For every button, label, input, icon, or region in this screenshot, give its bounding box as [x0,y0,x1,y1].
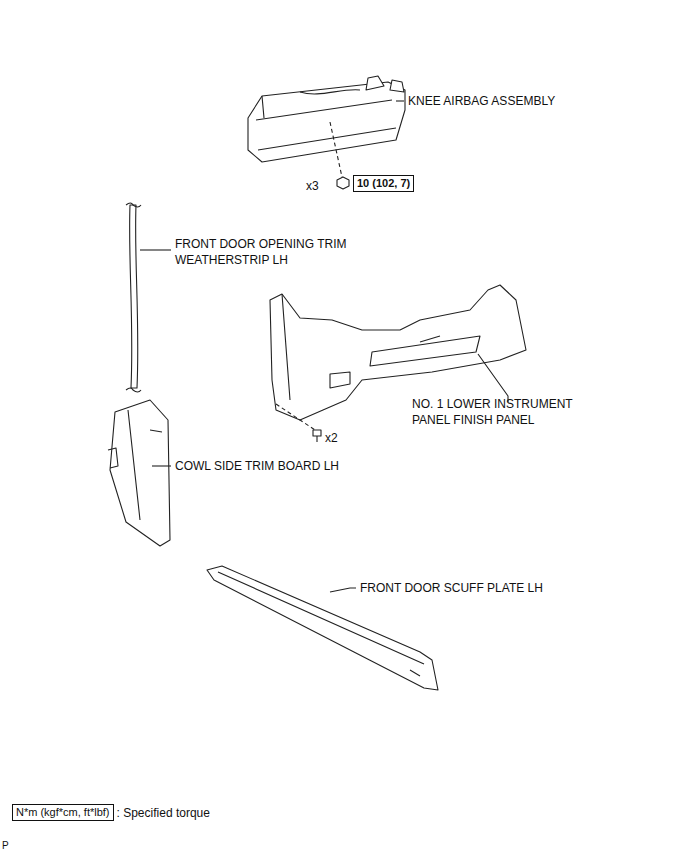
legend-text: : Specified torque [117,805,210,821]
weatherstrip [130,205,138,388]
part-name: KNEE AIRBAG ASSEMBLY [408,93,555,109]
panel-detail [282,294,480,400]
part-name: COWL SIDE TRIM BOARD LH [175,458,339,474]
knee-airbag-detail [256,90,396,150]
cowl-side-board [110,400,170,546]
airbag-bracket [366,76,404,92]
node-text: 10 (102, 7) [357,177,410,189]
quantity: x3 [306,178,319,194]
screw-axis [276,404,315,430]
torque-value: 10 (102, 7) [353,175,414,192]
break-mark [126,203,141,392]
bolt [337,177,349,189]
leader-lines [140,101,508,592]
bolt-axis [330,122,342,177]
part-name: FRONT DOOR OPENING TRIM WEATHERSTRIP LH [175,236,375,268]
screw [313,430,321,442]
cowl-detail [108,410,162,520]
torque-legend-box: N*m (kgf*cm, ft*lbf) [12,804,114,821]
quantity: x2 [325,430,338,446]
node-text: N*m (kgf*cm, ft*lbf) [16,806,110,818]
part-name: FRONT DOOR SCUFF PLATE LH [360,580,543,596]
part-name: NO. 1 LOWER INSTRUMENT PANEL FINISH PANE… [412,396,612,428]
knee-airbag [248,82,405,162]
page-code: P [2,838,9,854]
